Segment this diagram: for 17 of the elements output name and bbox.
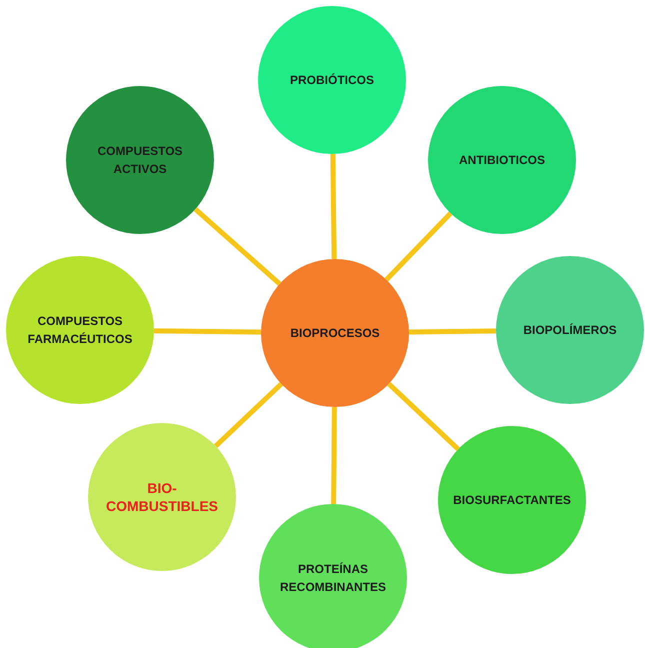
topic-label: PROBIÓTICOS — [288, 72, 375, 89]
topic-label: PROTEÍNAS RECOMBINANTES — [278, 561, 387, 596]
topic-label: BIOPOLÍMEROS — [522, 322, 618, 339]
connector-line — [154, 328, 262, 335]
topic-label: COMPUESTOS ACTIVOS — [96, 143, 184, 178]
connector-line — [214, 382, 284, 448]
topic-label: BIOSURFACTANTES — [452, 492, 572, 509]
connector-line — [194, 207, 282, 286]
connector-line — [408, 328, 496, 335]
connector-line — [387, 382, 460, 452]
connector-line — [330, 154, 337, 260]
topic-label: COMPUESTOS FARMACÉUTICOS — [26, 313, 134, 348]
topic-label: BIO- COMBUSTIBLES — [105, 479, 219, 515]
topic-label: ANTIBIOTICOS — [458, 152, 546, 169]
connector-line — [384, 212, 452, 282]
topic-label: BIOPROCESOS — [289, 325, 381, 342]
connector-line — [331, 406, 337, 504]
